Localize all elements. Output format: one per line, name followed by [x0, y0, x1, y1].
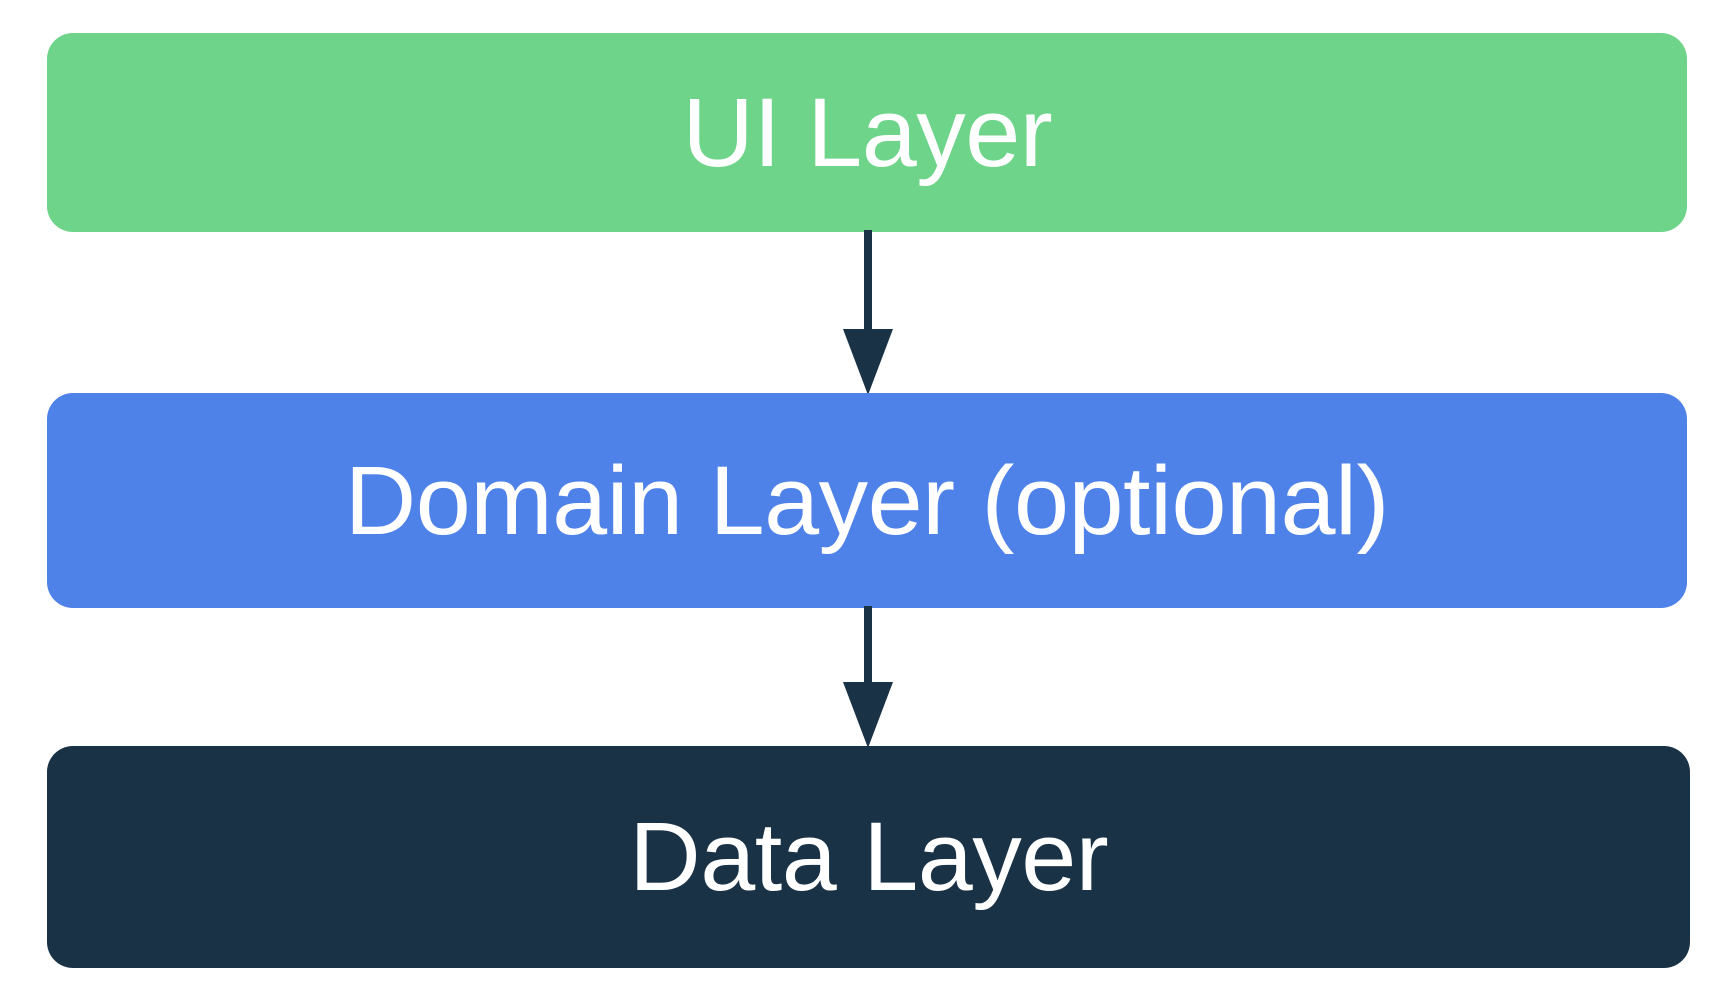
layer-label-ui: UI Layer	[682, 77, 1052, 187]
layer-box-ui: UI Layer	[47, 33, 1687, 232]
arrow-down-icon-domain-to-data	[843, 606, 893, 748]
layer-label-domain: Domain Layer (optional)	[344, 445, 1390, 555]
layer-label-data: Data Layer	[629, 802, 1108, 912]
arrow-down-icon-ui-to-domain	[843, 230, 893, 395]
layer-box-data: Data Layer	[47, 746, 1690, 968]
layer-box-domain: Domain Layer (optional)	[47, 393, 1687, 608]
